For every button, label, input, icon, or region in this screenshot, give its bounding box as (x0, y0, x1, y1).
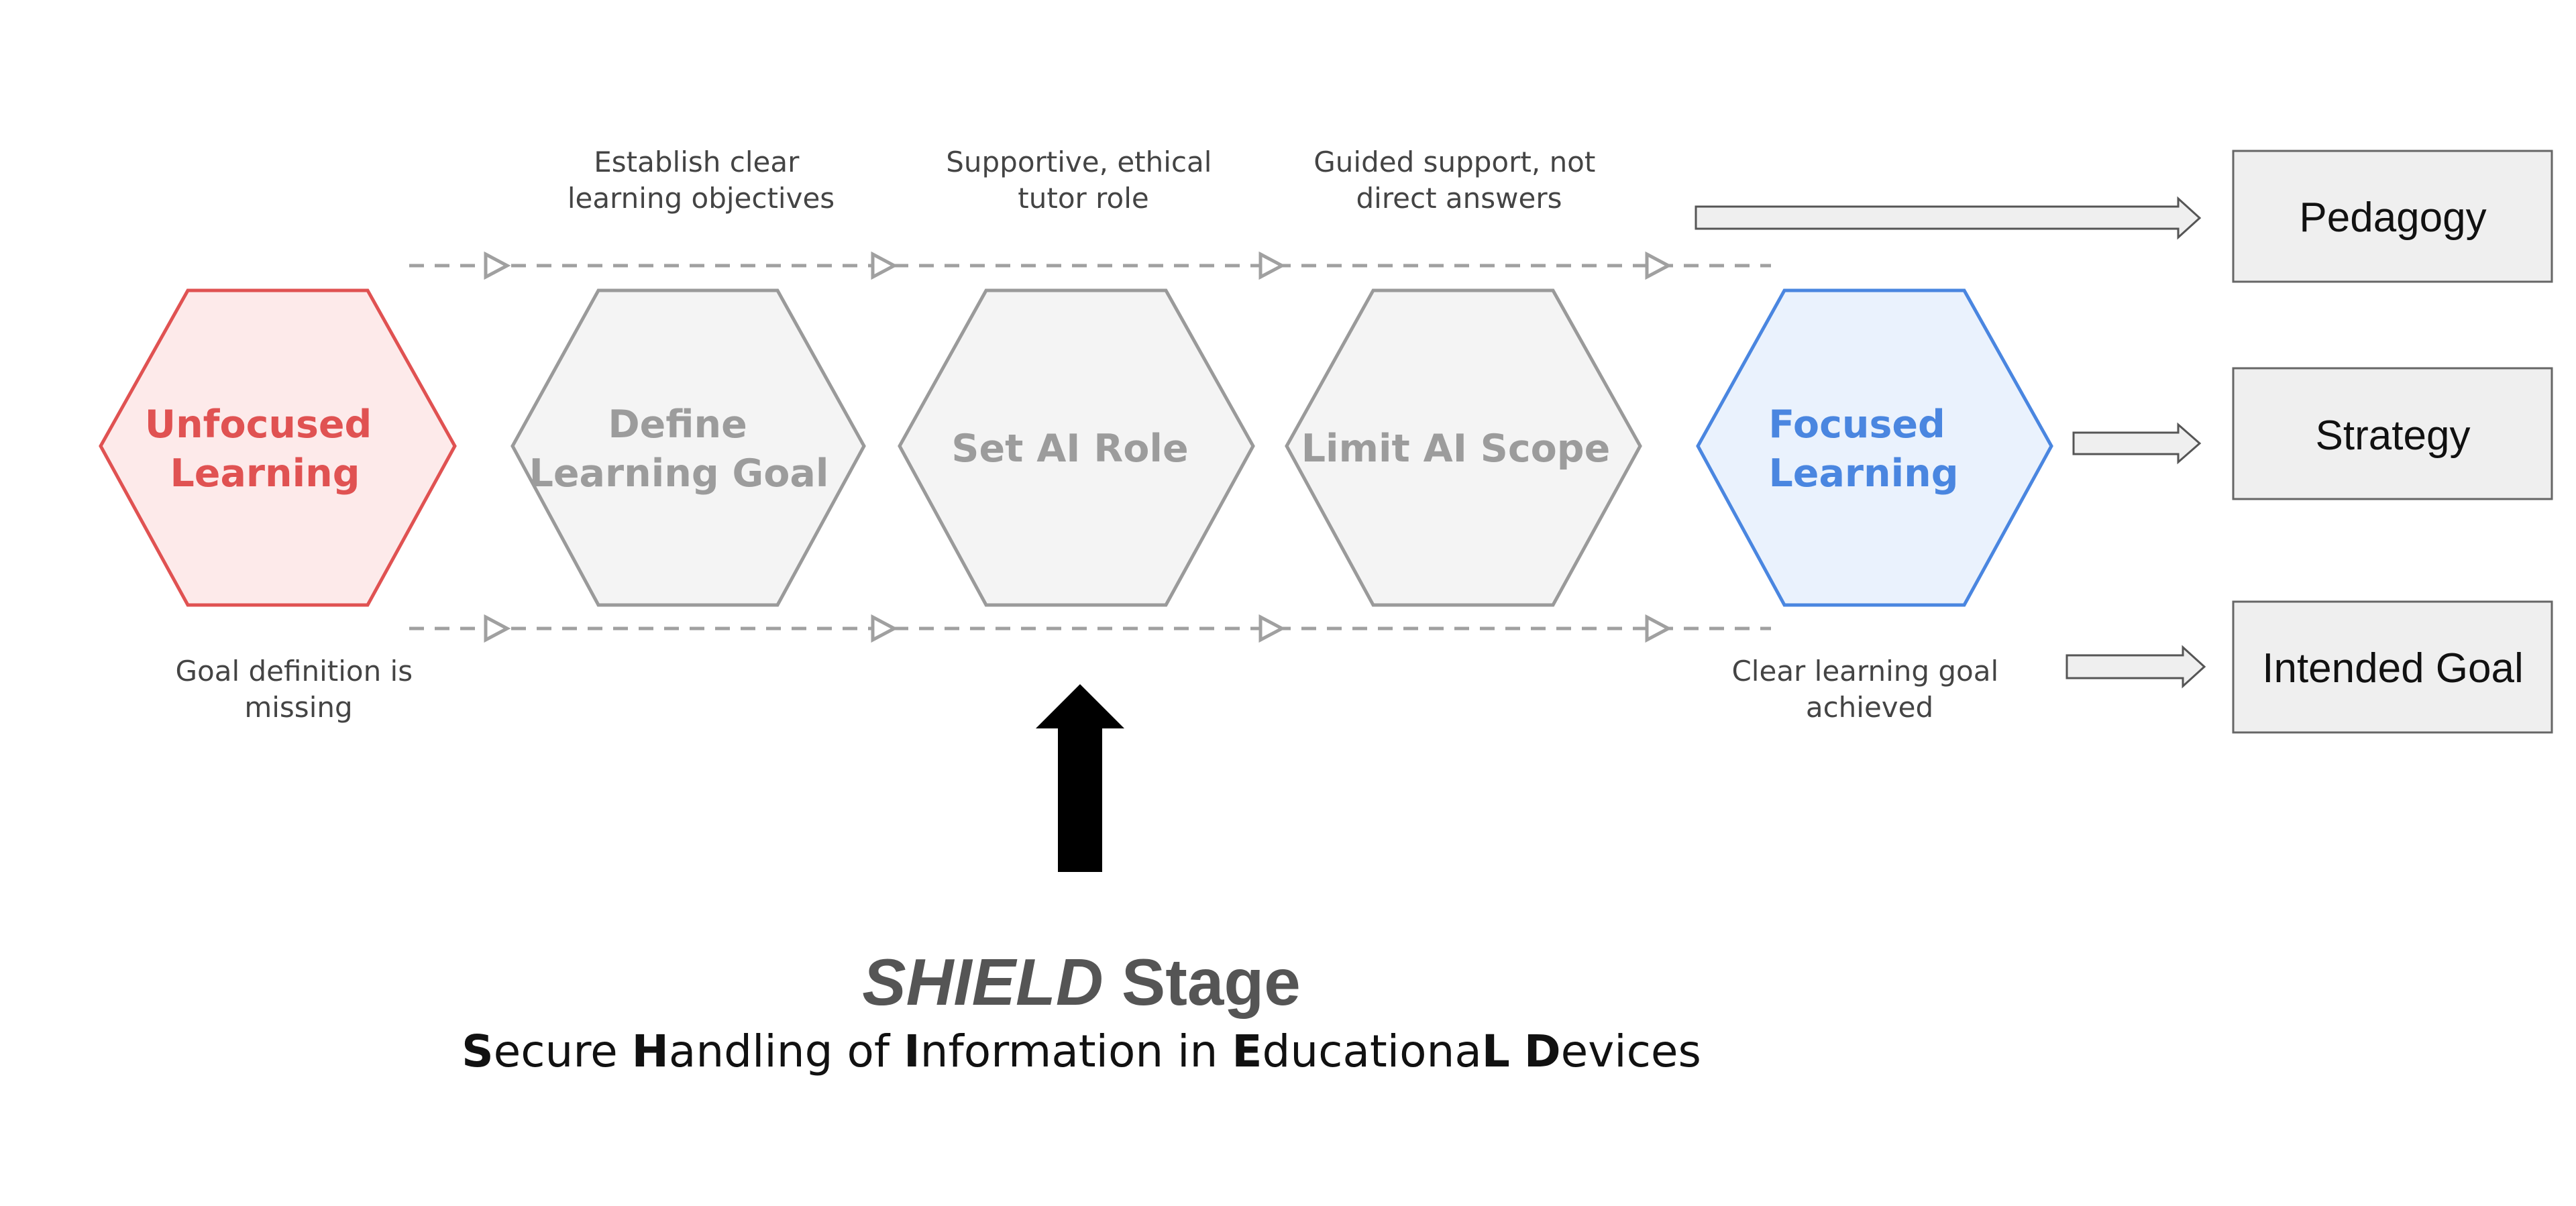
outcome-box-label: Intended Goal (2262, 645, 2524, 692)
acronym-text: ducationa (1262, 1026, 1481, 1077)
acronym-initial: S (462, 1026, 494, 1077)
hexagon-unfocused-learning: Unfocused Learning (99, 288, 457, 607)
arrow-to-strategy (2072, 422, 2202, 465)
flow-arrowhead-icon (484, 251, 511, 280)
hexagon-label-line: Learning (170, 451, 360, 496)
note-line: Goal definition is (176, 655, 413, 688)
note-unfocused: Goal definition is missing (176, 655, 422, 724)
shield-title-rest: Stage (1122, 945, 1301, 1019)
hexagon-label-line: Learning Goal (529, 451, 829, 496)
note-line: learning objectives (568, 182, 835, 215)
outcome-box (2232, 600, 2553, 734)
flow-arrowhead-icon (1645, 251, 1672, 280)
hexagon-label: Define Learning Goal (529, 402, 829, 496)
outcome-box (2232, 150, 2553, 283)
acronym-initial: D (1524, 1026, 1561, 1077)
hexagon-label-line: Unfocused (145, 402, 372, 447)
flow-lines (409, 251, 1771, 643)
flow-arrowhead-icon (871, 614, 898, 643)
note-line: tutor role (1018, 182, 1148, 215)
hexagon-label: Unfocused Learning (145, 402, 385, 496)
outcome-box (2232, 367, 2553, 500)
note-line: achieved (1806, 691, 1933, 724)
note-line: missing (244, 691, 352, 724)
hexagon-label: Focused Learning (1768, 402, 1958, 496)
hexagon-label: Set AI Role (951, 427, 1188, 471)
note-line: Establish clear (594, 146, 800, 178)
acronym-initial: H (632, 1026, 669, 1077)
flow-arrowhead-icon (1258, 251, 1286, 280)
acronym-initial: E (1232, 1026, 1262, 1077)
flow-arrowheads (484, 251, 1672, 643)
hexagon-focused-learning: Focused Learning (1696, 288, 2053, 607)
shield-up-arrow-icon (1036, 684, 1124, 872)
hexagon-define-learning-goal: Define Learning Goal (511, 288, 866, 607)
note-set-role: Supportive, ethical tutor role (946, 146, 1221, 215)
shield-title-italic: SHIELD (862, 945, 1103, 1019)
shield-acronym-expansion: Secure Handling of Information in Educat… (462, 1026, 1701, 1077)
hexagon-limit-ai-scope: Limit AI Scope (1285, 288, 1642, 607)
hexagon-shape (1285, 288, 1642, 607)
hexagon-label-line: Limit AI Scope (1301, 427, 1611, 471)
hexagon-label-line: Define (608, 402, 747, 447)
note-line: Supportive, ethical (946, 146, 1212, 178)
outcome-box-intended-goal: Intended Goal (2232, 600, 2553, 734)
hexagon-label: Limit AI Scope (1301, 427, 1611, 471)
outcome-box-label: Pedagogy (2299, 195, 2486, 241)
flow-arrowhead-icon (1645, 614, 1672, 643)
acronym-initial: I (904, 1026, 920, 1077)
hexagon-shape (898, 288, 1255, 607)
acronym-text: ecure (494, 1026, 632, 1077)
outcome-box-label: Strategy (2316, 413, 2471, 459)
hexagon-set-ai-role: Set AI Role (898, 288, 1255, 607)
acronym-text (1510, 1026, 1524, 1077)
note-line: Clear learning goal (1731, 655, 1998, 688)
note-line: direct answers (1356, 182, 1562, 215)
shield-stage-title: SHIELD Stage (862, 945, 1300, 1019)
arrow-to-pedagogy (1695, 196, 2202, 240)
flow-arrowhead-icon (484, 614, 511, 643)
hexagon-label-line: Learning (1768, 451, 1958, 496)
hexagon-shape (511, 288, 866, 607)
flow-arrowhead-icon (1258, 614, 1286, 643)
note-define-goal: Establish clear learning objectives (568, 146, 835, 215)
outcome-arrows (1695, 196, 2206, 689)
note-focused: Clear learning goal achieved (1731, 655, 2007, 724)
note-limit-scope: Guided support, not direct answers (1313, 146, 1604, 215)
hexagon-label-line: Set AI Role (951, 427, 1188, 471)
note-line: Guided support, not (1313, 146, 1595, 178)
flow-arrowhead-icon (871, 251, 898, 280)
hexagon-label-line: Focused (1768, 402, 1945, 447)
hexagon-shape (1696, 288, 2053, 607)
outcome-box-pedagogy: Pedagogy (2232, 150, 2553, 283)
acronym-text: andling of (669, 1026, 904, 1077)
acronym-initial: L (1482, 1026, 1510, 1077)
arrow-to-intended-goal (2065, 645, 2206, 689)
hexagon-shape (99, 288, 457, 607)
acronym-text: nformation in (920, 1026, 1232, 1077)
acronym-text: evices (1561, 1026, 1701, 1077)
outcome-box-strategy: Strategy (2232, 367, 2553, 500)
